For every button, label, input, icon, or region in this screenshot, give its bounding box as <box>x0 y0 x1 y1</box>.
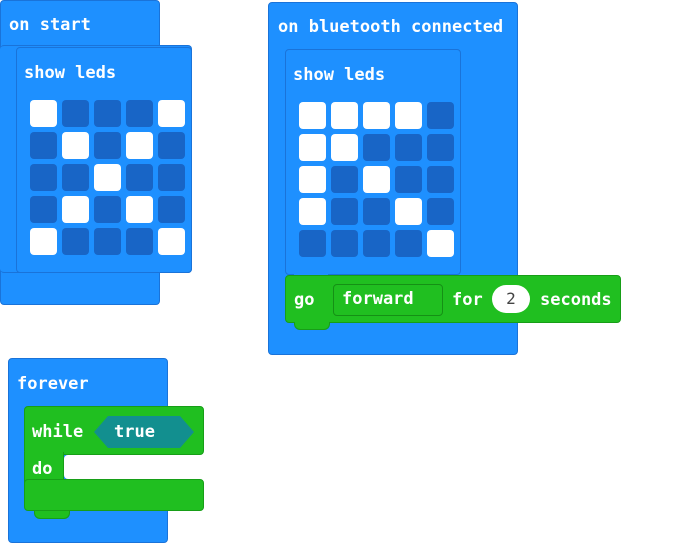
led-grid-bluetooth <box>299 102 454 257</box>
block-notch <box>294 322 330 330</box>
led-r1-c3[interactable] <box>126 132 153 159</box>
go-forward-block[interactable]: go forward for 2 seconds <box>285 275 621 323</box>
for-label: for <box>452 290 483 310</box>
led-r2-c1[interactable] <box>62 164 89 191</box>
on-bluetooth-connected-label: on bluetooth connected <box>278 17 504 37</box>
led-grid-start <box>30 100 185 255</box>
led-r0-c1[interactable] <box>62 100 89 127</box>
led-r1-c1[interactable] <box>62 132 89 159</box>
led-r0-c2[interactable] <box>94 100 121 127</box>
led-r3-c0[interactable] <box>299 198 326 225</box>
led-r1-c2[interactable] <box>363 134 390 161</box>
while-block-footer <box>24 479 204 511</box>
led-r3-c3[interactable] <box>126 196 153 223</box>
seconds-label: seconds <box>540 290 612 310</box>
led-r1-c3[interactable] <box>395 134 422 161</box>
while-block[interactable]: while true <box>24 406 204 455</box>
led-r2-c0[interactable] <box>30 164 57 191</box>
led-r3-c0[interactable] <box>30 196 57 223</box>
led-r4-c1[interactable] <box>62 228 89 255</box>
on-start-label: on start <box>9 15 91 35</box>
show-leds-block-bluetooth[interactable]: show leds <box>285 49 461 275</box>
led-r0-c0[interactable] <box>30 100 57 127</box>
do-slot[interactable] <box>64 455 204 479</box>
led-r4-c4[interactable] <box>158 228 185 255</box>
led-r4-c4[interactable] <box>427 230 454 257</box>
led-r2-c4[interactable] <box>158 164 185 191</box>
direction-dropdown[interactable]: forward <box>333 284 443 316</box>
led-r0-c1[interactable] <box>331 102 358 129</box>
led-r2-c3[interactable] <box>395 166 422 193</box>
led-r2-c0[interactable] <box>299 166 326 193</box>
seconds-value: 2 <box>506 289 516 308</box>
led-r0-c3[interactable] <box>395 102 422 129</box>
led-r1-c4[interactable] <box>427 134 454 161</box>
led-r0-c3[interactable] <box>126 100 153 127</box>
led-r3-c3[interactable] <box>395 198 422 225</box>
led-r0-c2[interactable] <box>363 102 390 129</box>
go-label: go <box>294 290 315 310</box>
led-r1-c0[interactable] <box>30 132 57 159</box>
led-r3-c1[interactable] <box>331 198 358 225</box>
show-leds-block-start[interactable]: show leds <box>16 47 192 273</box>
led-r3-c4[interactable] <box>427 198 454 225</box>
direction-value: forward <box>342 289 414 309</box>
block-notch <box>34 511 70 519</box>
true-boolean-block[interactable]: true <box>94 416 194 448</box>
led-r1-c1[interactable] <box>331 134 358 161</box>
do-label: do <box>32 459 53 479</box>
led-r1-c4[interactable] <box>158 132 185 159</box>
led-r4-c0[interactable] <box>299 230 326 257</box>
led-r4-c3[interactable] <box>126 228 153 255</box>
led-r2-c4[interactable] <box>427 166 454 193</box>
condition-value: true <box>114 422 155 442</box>
while-label: while <box>32 422 84 442</box>
led-r3-c2[interactable] <box>363 198 390 225</box>
led-r1-c0[interactable] <box>299 134 326 161</box>
led-r2-c2[interactable] <box>94 164 121 191</box>
led-r4-c0[interactable] <box>30 228 57 255</box>
show-leds-label: show leds <box>293 65 386 85</box>
led-r1-c2[interactable] <box>94 132 121 159</box>
seconds-input[interactable]: 2 <box>492 285 530 313</box>
led-r2-c1[interactable] <box>331 166 358 193</box>
block-notch <box>24 273 58 281</box>
led-r3-c1[interactable] <box>62 196 89 223</box>
forever-label: forever <box>17 374 89 394</box>
led-r3-c2[interactable] <box>94 196 121 223</box>
led-r3-c4[interactable] <box>158 196 185 223</box>
led-r2-c2[interactable] <box>363 166 390 193</box>
led-r0-c4[interactable] <box>427 102 454 129</box>
led-r0-c4[interactable] <box>158 100 185 127</box>
led-r2-c3[interactable] <box>126 164 153 191</box>
led-r4-c3[interactable] <box>395 230 422 257</box>
show-leds-label: show leds <box>24 63 117 83</box>
led-r4-c2[interactable] <box>94 228 121 255</box>
led-r4-c1[interactable] <box>331 230 358 257</box>
led-r0-c0[interactable] <box>299 102 326 129</box>
led-r4-c2[interactable] <box>363 230 390 257</box>
